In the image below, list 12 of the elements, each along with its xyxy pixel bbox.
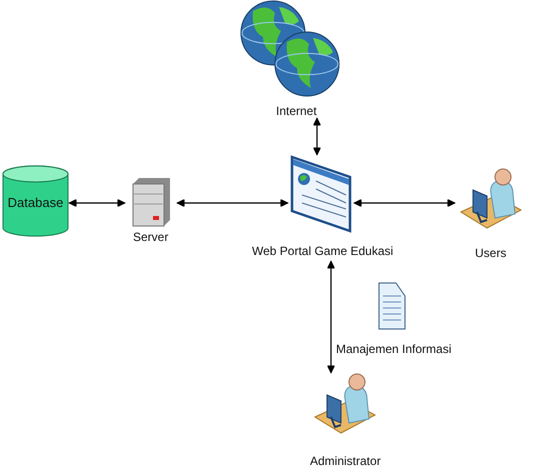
node-caption: Web Portal Game Edukasi	[252, 244, 394, 258]
node-caption: Server	[133, 230, 168, 244]
connector-arrow	[327, 260, 335, 374]
node-caption: Users	[475, 246, 506, 260]
node-caption: Manajemen Informasi	[336, 342, 452, 356]
node-caption: Administrator	[310, 454, 381, 468]
connector-arrow	[176, 199, 288, 207]
node-caption: Internet	[276, 104, 317, 118]
node-label: Database	[6, 195, 64, 210]
connector-arrow	[354, 199, 456, 207]
connector-arrow	[313, 118, 321, 156]
connector-arrow	[68, 199, 126, 207]
